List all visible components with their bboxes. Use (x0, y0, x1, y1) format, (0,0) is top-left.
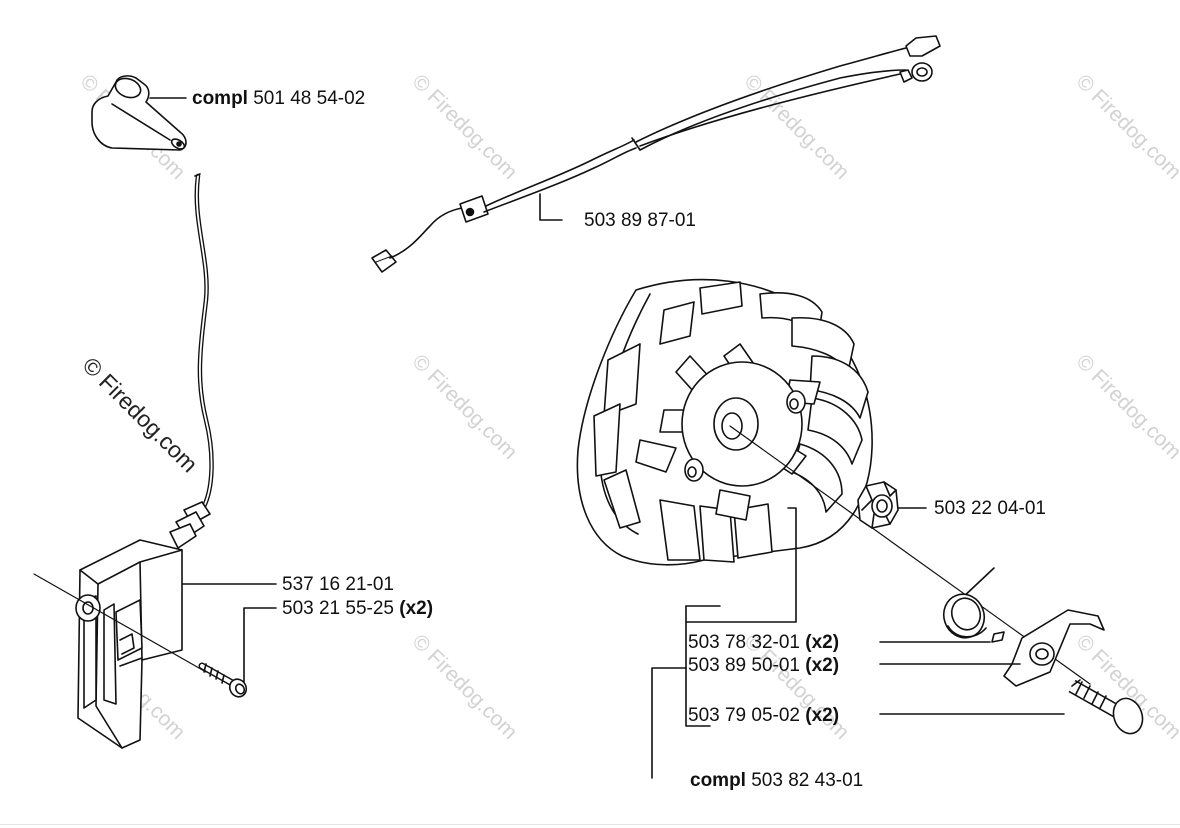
part-number: 537 16 21-01 (282, 574, 394, 595)
wire-harness (371, 35, 941, 273)
ignition-module (75, 501, 211, 749)
callout-wire-harness: 503 89 87-01 (584, 211, 696, 230)
callout-starter-pawl: 503 89 50-01 (x2) (688, 656, 839, 675)
leader-line (651, 667, 687, 779)
callout-shoulder-screw: 503 79 05-02 (x2) (688, 706, 839, 725)
part-number: 503 22 04-01 (934, 498, 1046, 519)
part-number: 503 79 05-02 (688, 705, 800, 726)
flywheel (576, 278, 873, 566)
shoulder-screw (1068, 679, 1144, 735)
quantity: (x2) (805, 705, 840, 726)
callout-ignition-module: 537 16 21-01 (282, 575, 394, 594)
divider (0, 824, 1180, 825)
leader-line (685, 507, 797, 623)
flywheel-nut (857, 481, 899, 529)
leader-line (685, 605, 711, 727)
spark-plug-cap (91, 75, 187, 151)
callout-flywheel-assembly: compl 503 82 43-01 (690, 771, 863, 790)
part-number: 503 89 87-01 (584, 210, 696, 231)
part-number: 503 78 32-01 (688, 632, 800, 653)
ignition-lead (194, 173, 214, 513)
quantity: (x2) (805, 632, 840, 653)
callout-ignition-cap: compl 501 48 54-02 (192, 89, 365, 108)
part-number: 501 48 54-02 (253, 88, 366, 109)
starter-pawl (1003, 609, 1105, 687)
callout-flywheel-nut: 503 22 04-01 (934, 499, 1046, 518)
part-number: 503 21 55-25 (282, 598, 394, 619)
axis-line (33, 573, 207, 673)
callout-pawl-spring: 503 78 32-01 (x2) (688, 633, 839, 652)
quantity: (x2) (805, 655, 840, 676)
leader-line (539, 193, 563, 221)
pawl-spring (942, 567, 1005, 643)
callout-prefix: compl (192, 88, 248, 109)
callout-module-screw: 503 21 55-25 (x2) (282, 599, 433, 618)
callout-prefix: compl (690, 770, 746, 791)
part-number: 503 82 43-01 (751, 770, 864, 791)
part-number: 503 89 50-01 (688, 655, 800, 676)
leader-line (243, 607, 277, 683)
screw (198, 662, 248, 698)
quantity: (x2) (399, 598, 434, 619)
